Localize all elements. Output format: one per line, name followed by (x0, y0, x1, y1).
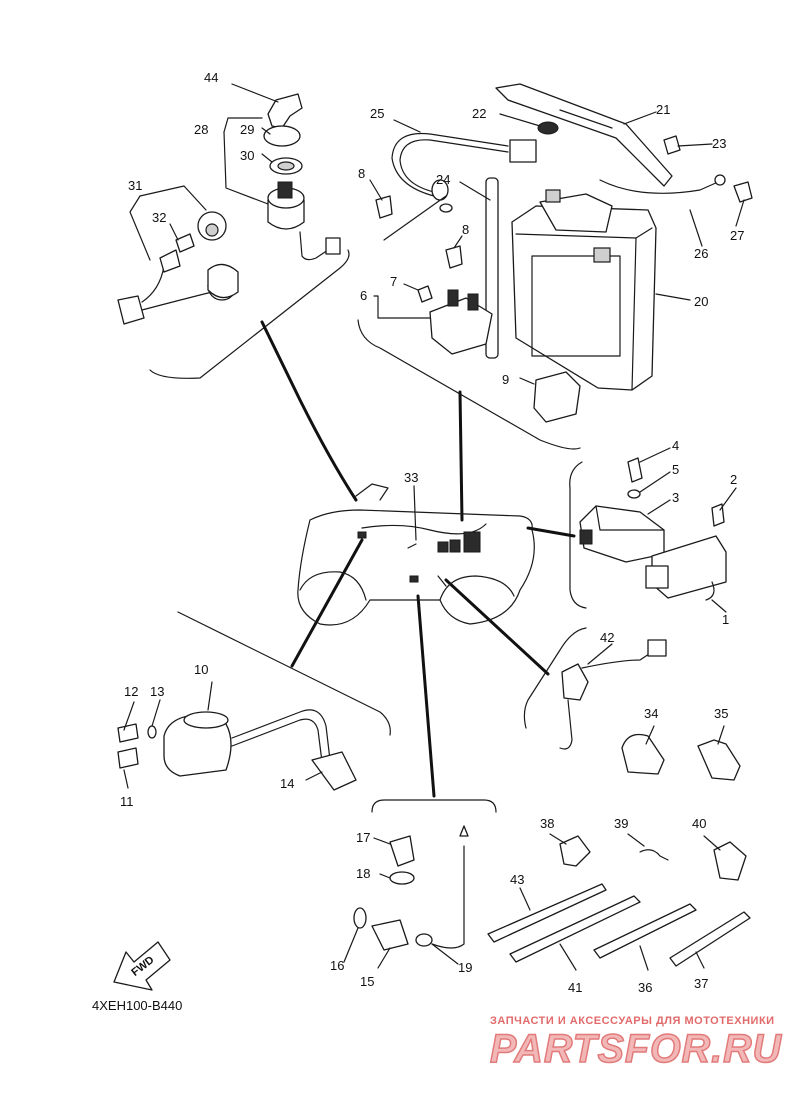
callout-labels: 1 2 3 4 5 6 7 8 8 9 10 11 12 13 14 15 16… (120, 70, 744, 995)
main-switch-assembly (117, 93, 341, 325)
callout-7: 7 (390, 274, 397, 289)
callout-9: 9 (502, 372, 509, 387)
callout-27: 27 (730, 228, 744, 243)
diagram-code: 4XEH100-B440 (92, 998, 182, 1013)
callout-16: 16 (330, 958, 344, 973)
callout-17: 17 (356, 830, 370, 845)
leader-battery (458, 390, 464, 522)
callout-37: 37 (694, 976, 708, 991)
callout-28: 28 (194, 122, 208, 137)
callout-30: 30 (240, 148, 254, 163)
watermark-tagline: ЗАПЧАСТИ И АКСЕССУАРЫ ДЛЯ МОТОТЕХНИКИ (490, 1015, 775, 1027)
callout-21: 21 (656, 102, 670, 117)
callout-15: 15 (360, 974, 374, 989)
neutral-switch-assembly (559, 639, 667, 750)
callout-19: 19 (458, 960, 472, 975)
vehicle-outline (297, 483, 535, 626)
leader-ignition-coil (290, 538, 364, 668)
leader-regulator (526, 526, 576, 538)
callout-8-lower: 8 (462, 222, 469, 237)
group-boundary-regulator (569, 461, 587, 609)
group-boundary-neutral-switch (523, 627, 587, 729)
callout-5: 5 (672, 462, 679, 477)
callout-leaders (123, 83, 745, 971)
ignition-coil-assembly (117, 709, 357, 791)
callout-38: 38 (540, 816, 554, 831)
watermark: ЗАПЧАСТИ И АКСЕССУАРЫ ДЛЯ МОТОТЕХНИКИ PA… (489, 1015, 782, 1072)
callout-3: 3 (672, 490, 679, 505)
regulator-assembly (579, 457, 727, 601)
callout-26: 26 (694, 246, 708, 261)
callout-8-upper: 8 (358, 166, 365, 181)
watermark-logo: PARTSFOR.RU (490, 1027, 782, 1071)
callout-13: 13 (150, 684, 164, 699)
callout-23: 23 (712, 136, 726, 151)
group-boundary-ignition-coil (177, 611, 391, 736)
callout-34: 34 (644, 706, 658, 721)
callout-10: 10 (194, 662, 208, 677)
callout-25: 25 (370, 106, 384, 121)
callout-4: 4 (672, 438, 679, 453)
thermo-switch-assembly (353, 825, 469, 951)
callout-29: 29 (240, 122, 254, 137)
group-boundary-thermo (371, 799, 497, 813)
callout-43: 43 (510, 872, 524, 887)
callout-14: 14 (280, 776, 294, 791)
callout-24: 24 (436, 172, 450, 187)
callout-22: 22 (472, 106, 486, 121)
callout-36: 36 (638, 980, 652, 995)
callout-40: 40 (692, 816, 706, 831)
battery-assembly (375, 83, 753, 423)
callout-39: 39 (614, 816, 628, 831)
group-boundary-ignition-switch (149, 249, 350, 379)
leader-ignition-switch (260, 320, 358, 502)
leader-neutral-switch (444, 578, 550, 676)
callout-6: 6 (360, 288, 367, 303)
callout-35: 35 (714, 706, 728, 721)
clamps-and-ties (487, 733, 751, 967)
callout-42: 42 (600, 630, 614, 645)
callout-1: 1 (722, 612, 729, 627)
callout-2: 2 (730, 472, 737, 487)
callout-32: 32 (152, 210, 166, 225)
callout-44: 44 (204, 70, 218, 85)
callout-33: 33 (404, 470, 418, 485)
callout-12: 12 (124, 684, 138, 699)
callout-20: 20 (694, 294, 708, 309)
leader-thermo (416, 594, 436, 798)
callout-31: 31 (128, 178, 142, 193)
callout-18: 18 (356, 866, 370, 881)
forward-arrow-icon: FWD (113, 941, 171, 991)
callout-41: 41 (568, 980, 582, 995)
callout-11: 11 (120, 794, 134, 809)
